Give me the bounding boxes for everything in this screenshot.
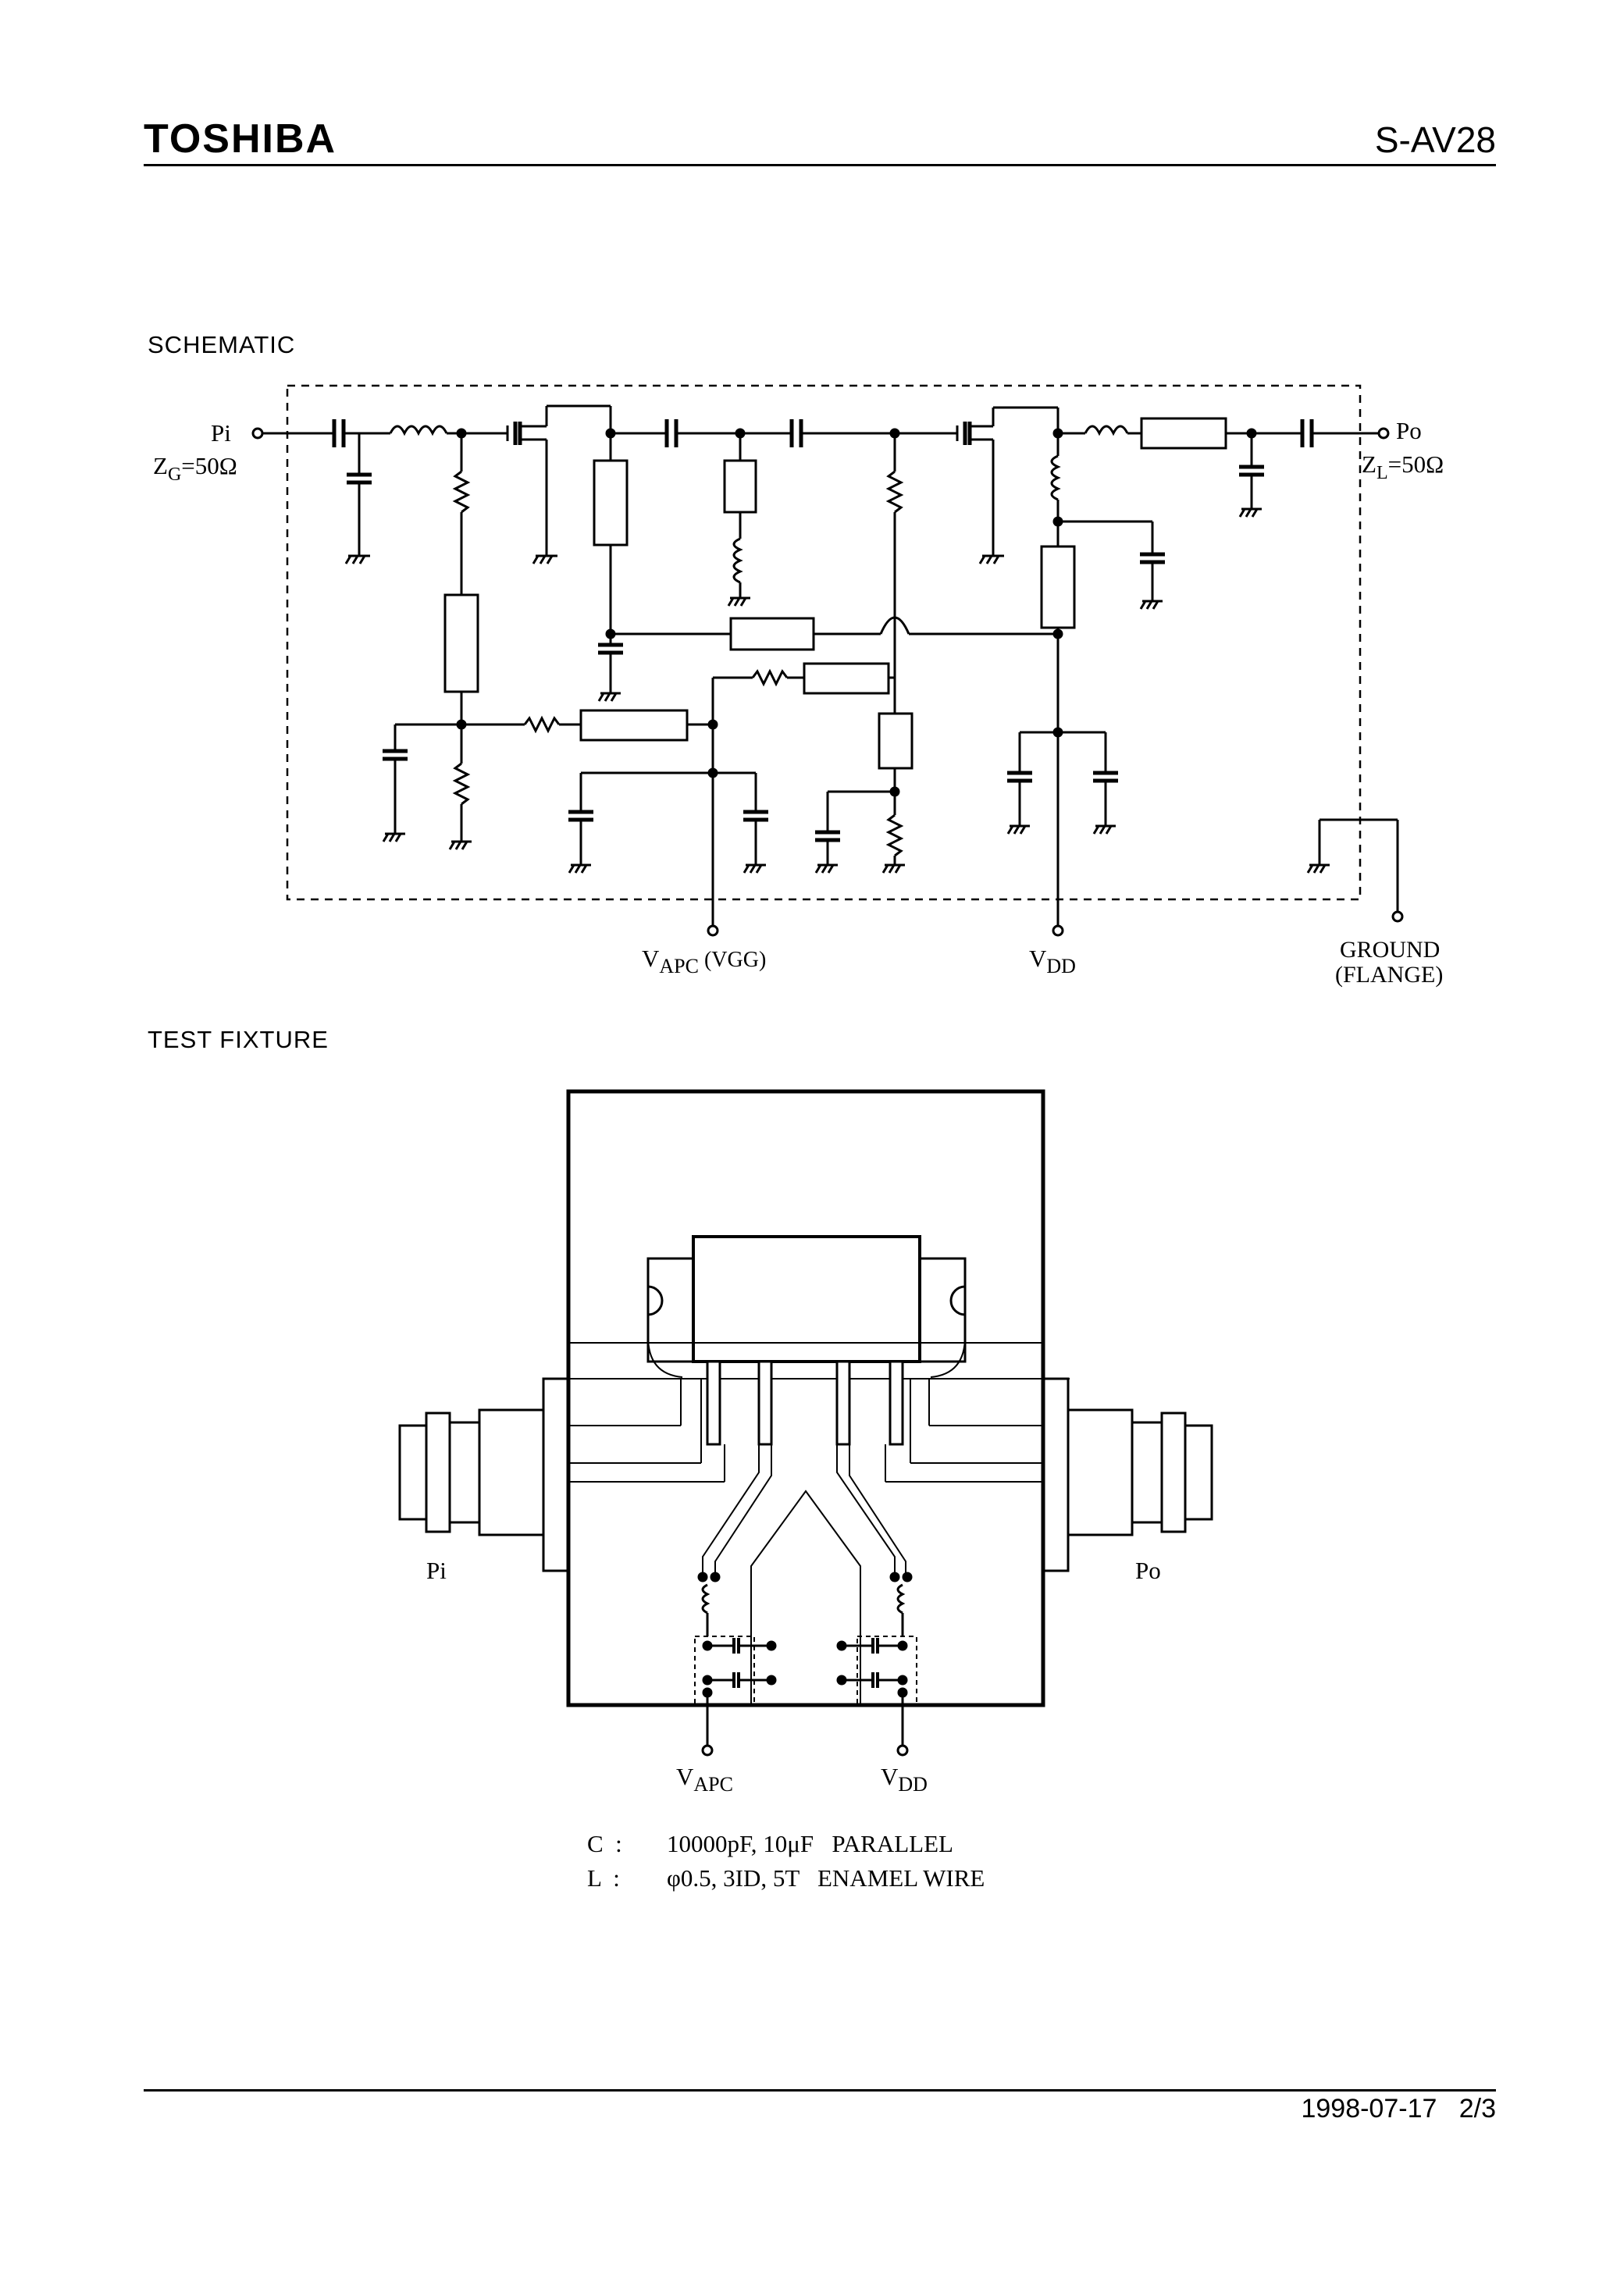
note-l-text: φ0.5, 3ID, 5T ENAMEL WIRE [667, 1864, 985, 1892]
schematic-zg-label: ZG=50Ω [153, 452, 237, 485]
fixture-vdd-label: VDD [881, 1763, 928, 1796]
schematic-po-label: Po [1396, 417, 1422, 444]
part-number: S-AV28 [1374, 119, 1496, 160]
note-c-label: C : [587, 1830, 622, 1857]
note-l-label: L : [587, 1864, 620, 1892]
fixture-pi-label: Pi [426, 1557, 447, 1584]
brand-logo: TOSHIBA [144, 116, 337, 162]
schematic-vapc-label: VAPC (VGG) [642, 945, 766, 977]
section-title-schematic: SCHEMATIC [148, 331, 296, 358]
footer-date-page: 1998-07-17 2/3 [1301, 2094, 1496, 2124]
schematic-zl-label: ZL=50Ω [1362, 450, 1444, 483]
note-c-text: 10000pF, 10μF PARALLEL [667, 1830, 953, 1857]
section-title-test-fixture: TEST FIXTURE [148, 1026, 329, 1053]
fixture-po-label: Po [1135, 1557, 1161, 1584]
schematic-flange-label: (FLANGE) [1335, 962, 1443, 988]
fixture-vapc-label: VAPC [676, 1763, 733, 1796]
schematic-ground-label: GROUND [1340, 937, 1440, 963]
schematic-pi-label: Pi [211, 419, 231, 447]
header-rule [144, 164, 1496, 166]
schematic-vdd-label: VDD [1029, 945, 1076, 977]
footer-rule [144, 2089, 1496, 2092]
